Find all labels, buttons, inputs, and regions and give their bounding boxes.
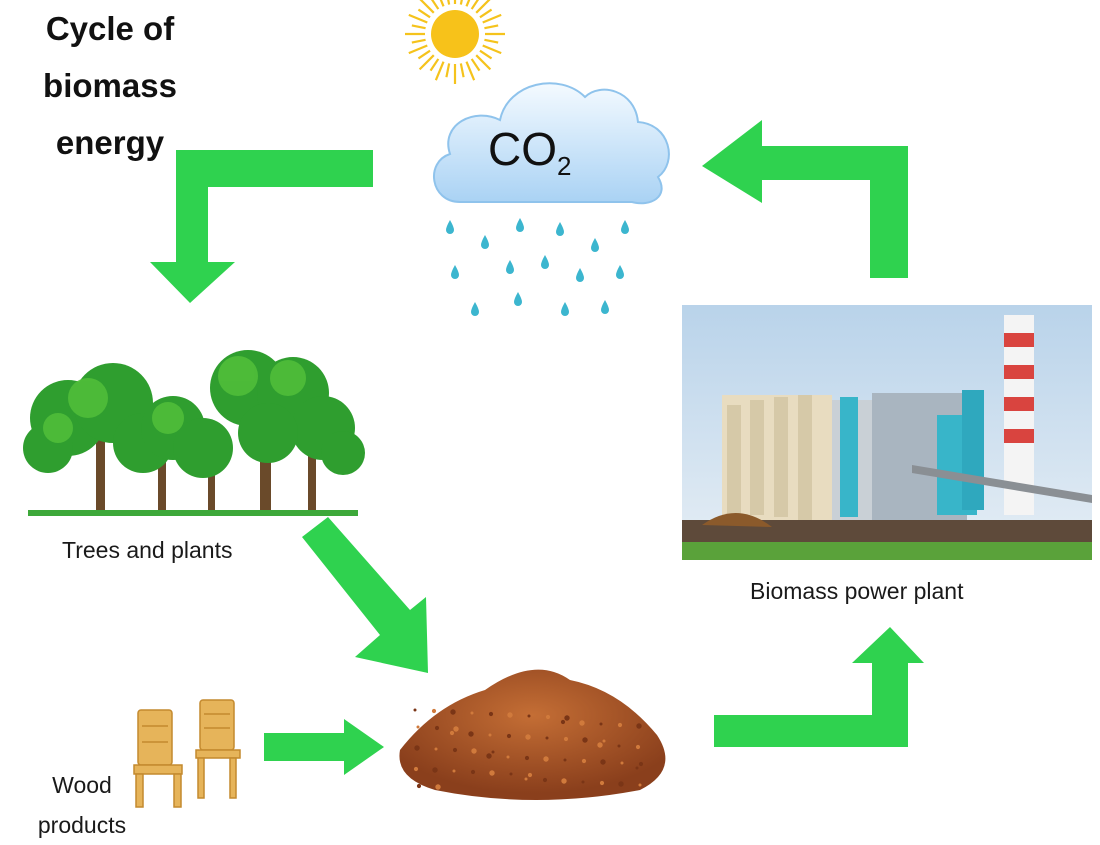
arrow-cloud-to-trees — [150, 150, 373, 303]
diagram-title: Cycle of biomass energy — [43, 10, 177, 161]
label-wood-products: Wood products — [37, 772, 127, 838]
co2-label: CO2 — [488, 123, 572, 182]
rain-drop — [541, 255, 549, 269]
rain-drop — [576, 268, 584, 282]
rain-drop — [446, 220, 454, 234]
trees-illustration — [23, 350, 365, 516]
sun-icon — [405, 0, 505, 84]
rain-drop — [621, 220, 629, 234]
power-plant-photo — [682, 305, 1092, 560]
arrow-wood-to-sawdust — [264, 719, 384, 775]
sawdust-pile — [399, 669, 666, 800]
rain-drop — [601, 300, 609, 314]
rain-drop — [471, 302, 479, 316]
arrow-sawdust-to-plant — [714, 627, 924, 747]
label-biomass-power-plant: Biomass power plant — [750, 578, 964, 604]
label-trees-and-plants: Trees and plants — [62, 537, 233, 563]
rain-drop — [514, 292, 522, 306]
chairs-illustration — [133, 699, 241, 808]
rain-drop — [506, 260, 514, 274]
rain-drop — [451, 265, 459, 279]
cloud-icon — [433, 82, 670, 205]
rain-drop — [516, 218, 524, 232]
rain-drop — [616, 265, 624, 279]
rain-drop — [561, 302, 569, 316]
arrow-plant-to-cloud — [702, 120, 908, 278]
rain-drop — [591, 238, 599, 252]
rain-drop — [556, 222, 564, 236]
rain-drops — [446, 218, 629, 316]
arrow-trees-to-sawdust — [302, 517, 428, 673]
rain-drop — [481, 235, 489, 249]
